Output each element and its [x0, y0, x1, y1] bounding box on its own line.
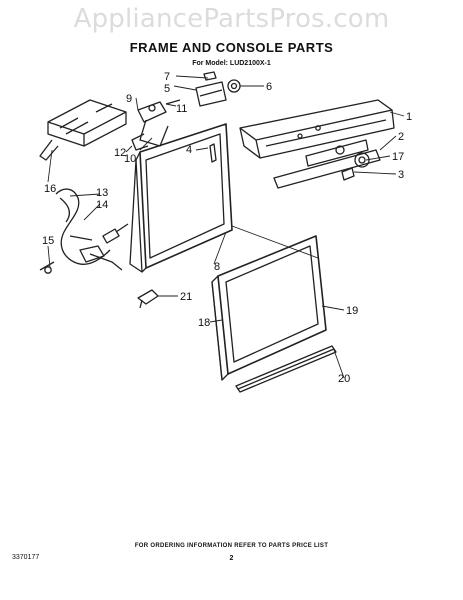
- part-15-screw: [39, 261, 55, 274]
- part-5-6-7-switch: [195, 71, 241, 107]
- callout-19: 19: [346, 305, 358, 317]
- callout-3: 3: [398, 169, 404, 181]
- model-subtitle: For Model: LUD2100X-1: [192, 60, 271, 67]
- callout-1: 1: [406, 111, 412, 123]
- callout-15: 15: [42, 235, 54, 247]
- callout-2: 2: [398, 131, 404, 143]
- callout-9: 9: [126, 93, 132, 105]
- part-18-19-panel: [211, 235, 327, 381]
- part-9-10-latch: [131, 99, 181, 151]
- callout-12: 12: [114, 147, 126, 159]
- part-13-harness: [55, 188, 129, 271]
- callout-8: 8: [214, 261, 220, 273]
- ordering-note: FOR ORDERING INFORMATION REFER TO PARTS …: [134, 543, 329, 549]
- callout-13: 13: [96, 187, 108, 199]
- callout-4: 4: [186, 144, 192, 156]
- callout-5: 5: [164, 83, 170, 95]
- part-20-trim: [235, 345, 337, 393]
- callout-10: 10: [124, 153, 136, 165]
- callout-18: 18: [198, 317, 210, 329]
- callout-6: 6: [266, 81, 272, 93]
- part-3-clip: [341, 167, 355, 181]
- callout-21: 21: [180, 291, 192, 303]
- part-17-knob: [354, 152, 370, 168]
- part-8-frame: [129, 123, 233, 273]
- diagram-title: FRAME AND CONSOLE PARTS: [129, 40, 334, 55]
- part-number: 3370177: [12, 554, 40, 561]
- part-21-clip: [137, 289, 159, 309]
- callout-7: 7: [164, 71, 170, 83]
- callout-20: 20: [338, 373, 350, 385]
- part-16-bracket: [39, 99, 127, 161]
- callout-16: 16: [44, 183, 56, 195]
- watermark: AppliancePartsPros.com: [73, 4, 390, 34]
- callout-17: 17: [392, 151, 404, 163]
- callout-14: 14: [96, 199, 108, 211]
- page-number: 2: [229, 555, 234, 562]
- part-1-console: [239, 99, 395, 159]
- callout-11: 11: [176, 103, 187, 115]
- part-2-overlay: [273, 139, 381, 189]
